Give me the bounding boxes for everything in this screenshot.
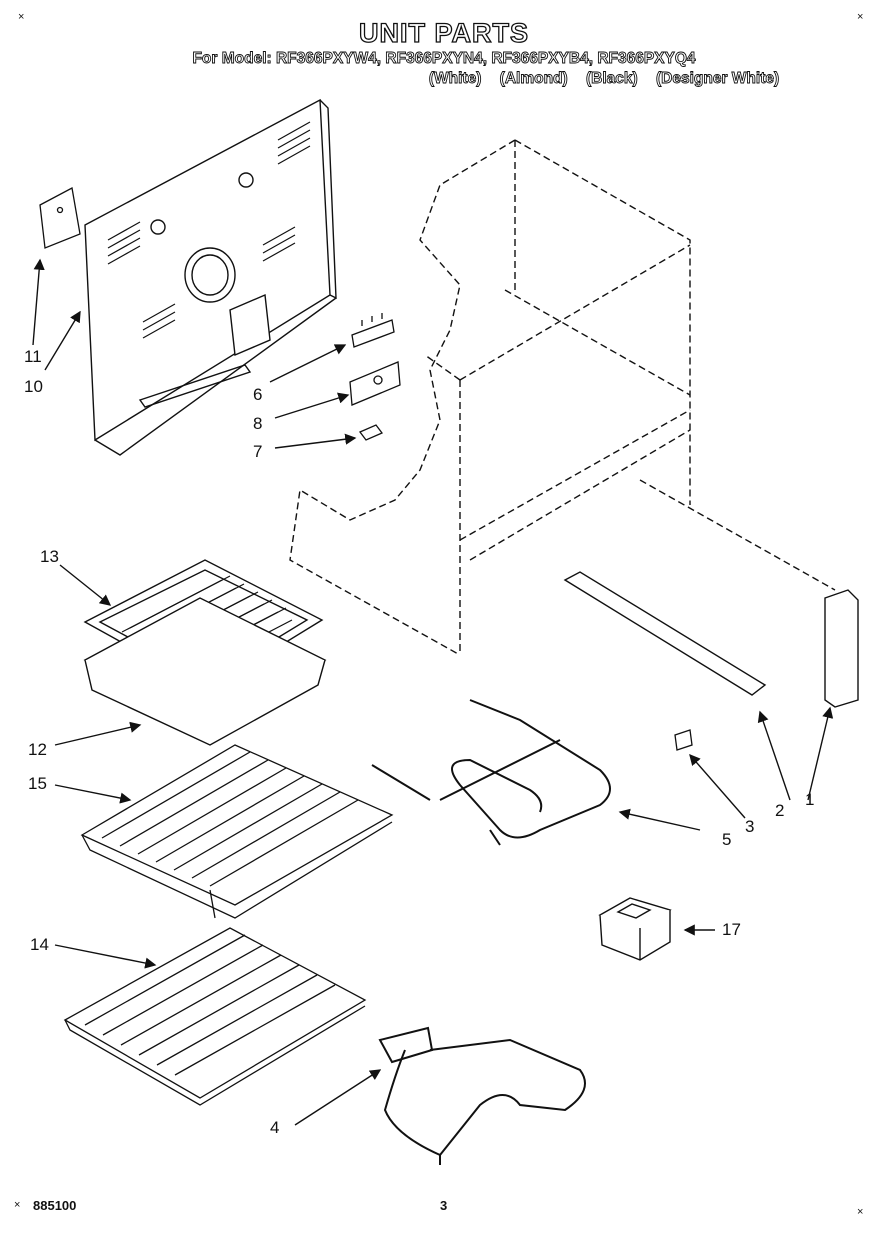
bracket [349, 361, 401, 406]
callout-15: 15 [28, 774, 47, 793]
callout-2: 2 [775, 801, 784, 820]
color-black: (Black) [586, 70, 639, 88]
corner-mark-bottom-left: × [14, 1199, 21, 1211]
corner-mark-bottom-right: × [857, 1206, 864, 1218]
callout-14: 14 [30, 935, 49, 954]
callout-11: 11 [24, 347, 42, 366]
callout-leaders [32, 258, 834, 1126]
model-numbers: For Model: RF366PXYW4, RF366PXYN4, RF366… [192, 50, 696, 68]
color-white: (White) [428, 70, 482, 88]
bake-element [371, 699, 611, 846]
callout-6: 6 [253, 385, 262, 404]
callout-12: 12 [28, 740, 47, 759]
callout-17: 17 [722, 920, 741, 939]
trim-clip [674, 729, 693, 751]
trim-rail [563, 571, 767, 696]
insulation-plate [39, 187, 81, 249]
color-almond: (Almond) [499, 70, 568, 88]
oven-rack-lower [63, 927, 367, 1106]
callout-13: 13 [40, 547, 59, 566]
callout-3: 3 [745, 817, 754, 836]
oven-back-panel [84, 98, 337, 456]
color-designer-white: (Designer White) [656, 70, 780, 88]
callout-5: 5 [722, 830, 731, 849]
document-number: 885100 [33, 1198, 77, 1213]
page-number: 3 [440, 1198, 448, 1213]
callout-4: 4 [270, 1118, 279, 1137]
callout-10: 10 [24, 377, 43, 396]
page-title: UNIT PARTS [358, 17, 529, 48]
callout-8: 8 [253, 414, 262, 433]
broiler-pan [83, 597, 327, 746]
color-variants: (White) (Almond) (Black) (Designer White… [0, 70, 888, 88]
callout-numbers: 11 10 6 8 7 13 12 15 14 4 5 3 2 1 17 [24, 347, 814, 1137]
control-module [598, 897, 672, 961]
broil-element [378, 1026, 586, 1165]
oven-rack [80, 744, 394, 919]
terminal-block [351, 313, 395, 348]
callout-1: 1 [805, 790, 814, 809]
range-cabinet-outline [289, 139, 836, 656]
corner-mark-top-left: × [18, 11, 25, 23]
clip [358, 424, 384, 441]
corner-mark-top-right: × [857, 11, 864, 23]
side-trim [824, 589, 859, 708]
callout-7: 7 [253, 442, 262, 461]
